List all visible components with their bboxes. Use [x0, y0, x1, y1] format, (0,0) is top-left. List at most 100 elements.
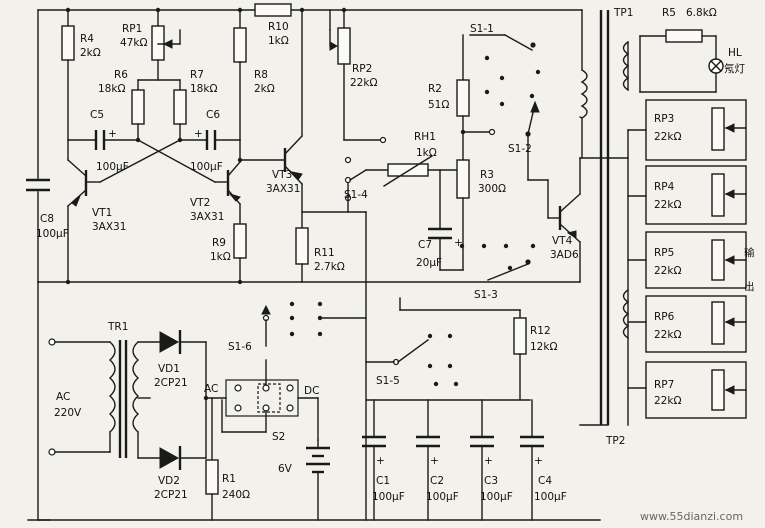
value-rh1: 1kΩ [416, 147, 437, 159]
label-output-2: 出 [744, 280, 755, 293]
value-hl: 氖灯 [724, 62, 745, 75]
output-pots [627, 99, 747, 426]
label-r1: R1 [222, 473, 236, 485]
label-c4: C4 [538, 475, 552, 487]
label-rp2: RP2 [352, 63, 372, 75]
value-rp5: 22kΩ [654, 265, 681, 277]
potentiometer-rp4 [711, 173, 725, 217]
svg-text:+: + [454, 237, 463, 249]
watermark: www.55dianzi.com [640, 510, 743, 523]
label-r7: R7 [190, 69, 204, 81]
value-rp7: 22kΩ [654, 395, 681, 407]
label-c8: C8 [40, 213, 54, 225]
resistor-r5 [665, 29, 703, 43]
value-rp4: 22kΩ [654, 199, 681, 211]
label-tp1: TP1 [613, 7, 633, 19]
value-c4: 100μF [534, 491, 567, 503]
value-r2: 51Ω [428, 99, 449, 111]
switch-s1-1 [469, 34, 541, 107]
potentiometer-rp7 [711, 369, 725, 411]
value-r9: 1kΩ [210, 251, 231, 263]
resistor-r6 [131, 89, 145, 125]
label-c3: C3 [484, 475, 498, 487]
label-s1-2: S1-2 [508, 143, 532, 155]
label-r4: R4 [80, 33, 94, 45]
label-s1-4: S1-4 [344, 189, 368, 201]
transistor-vt3 [239, 9, 303, 229]
value-r1: 240Ω [222, 489, 250, 501]
value-r4: 2kΩ [80, 47, 101, 59]
value-vd1: 2CP21 [154, 377, 188, 389]
label-vd2: VD2 [158, 475, 180, 487]
label-output-1: 输 [744, 246, 755, 259]
diode-vd2 [159, 446, 207, 470]
value-vt4: 3AD6 [550, 249, 579, 261]
value-r3: 300Ω [478, 183, 506, 195]
value-c7: 20μF [416, 257, 442, 269]
resistor-r2 [456, 79, 470, 117]
label-r5: R5 [662, 7, 676, 19]
svg-text:+: + [484, 455, 493, 467]
label-rp1: RP1 [122, 23, 142, 35]
switch-s2[interactable] [225, 379, 299, 417]
capacitors-c1-c4: + + + + [362, 399, 544, 521]
label-rh1: RH1 [414, 131, 436, 143]
value-rp1: 47kΩ [120, 37, 147, 49]
label-r9: R9 [212, 237, 226, 249]
battery-6v [306, 439, 330, 521]
potentiometer-rp1 [151, 25, 165, 61]
transformer-tp1-primary [579, 69, 588, 119]
component-labels: R4 2kΩ RP1 47kΩ R6 18kΩ R7 18kΩ R8 2kΩ R… [36, 7, 755, 523]
value-c5: 100μF [96, 161, 129, 173]
label-r6: R6 [114, 69, 128, 81]
resistor-r7 [173, 89, 187, 125]
value-ac-in: 220V [54, 407, 82, 419]
value-c8: 100μF [36, 228, 69, 240]
value-r8: 2kΩ [254, 83, 275, 95]
value-r7: 18kΩ [190, 83, 217, 95]
switch-s1-6 [261, 301, 367, 347]
label-s2: S2 [272, 431, 285, 443]
resistor-r3 [456, 159, 470, 199]
label-s1-5: S1-5 [376, 375, 400, 387]
label-ac-in: AC [56, 391, 70, 403]
label-s1-6: S1-6 [228, 341, 252, 353]
potentiometer-rp2 [337, 27, 351, 65]
switch-s1-5 [365, 281, 459, 521]
svg-text:+: + [194, 128, 203, 140]
label-r3: R3 [480, 169, 494, 181]
svg-text:+: + [534, 455, 543, 467]
label-vt2: VT2 [190, 197, 210, 209]
value-r5: 6.8kΩ [686, 7, 717, 19]
label-rp3: RP3 [654, 113, 674, 125]
value-c3: 100μF [480, 491, 513, 503]
value-vt2: 3AX31 [190, 211, 224, 223]
switch-s1-4 [344, 136, 387, 213]
svg-text:+: + [108, 128, 117, 140]
label-r8: R8 [254, 69, 268, 81]
label-vt4: VT4 [552, 235, 573, 247]
label-vd1: VD1 [158, 363, 180, 375]
value-r12: 12kΩ [530, 341, 557, 353]
label-s1-3: S1-3 [474, 289, 498, 301]
label-c1: C1 [376, 475, 390, 487]
label-hl: HL [728, 47, 742, 59]
resistor-r4 [61, 25, 75, 61]
label-tr1: TR1 [107, 321, 128, 333]
label-r10: R10 [268, 21, 289, 33]
value-c2: 100μF [426, 491, 459, 503]
switch-s1-3 [459, 243, 536, 281]
value-vd2: 2CP21 [154, 489, 188, 501]
label-c7: C7 [418, 239, 432, 251]
potentiometer-rp6 [711, 301, 725, 345]
label-s1-1: S1-1 [470, 23, 494, 35]
transistor-vt1 [67, 139, 101, 283]
value-r6: 18kΩ [98, 83, 125, 95]
label-c5: C5 [90, 109, 104, 121]
label-rp4: RP4 [654, 181, 675, 193]
transformer-tr1 [48, 338, 161, 459]
label-ac-node: AC [204, 383, 218, 395]
resistor-r1 [205, 459, 219, 495]
